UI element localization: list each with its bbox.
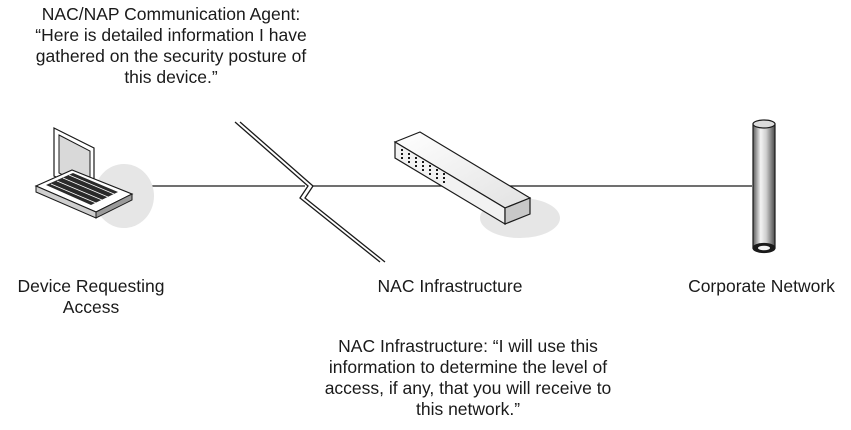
agent-quote-line: gathered on the security posture of xyxy=(35,46,307,66)
device-label-line: Device Requesting xyxy=(17,276,165,296)
infra-quote-line: NAC Infrastructure: “I will use this xyxy=(338,336,598,356)
agent-quote-line: this device.” xyxy=(124,67,218,87)
agent-quote-caption: NAC/NAP Communication Agent: “Here is de… xyxy=(0,4,342,88)
wireless-lightning-link xyxy=(234,121,381,263)
infrastructure-label: NAC Infrastructure xyxy=(377,276,523,296)
network-switch-icon xyxy=(393,131,560,238)
wireless-lightning-link-outline xyxy=(239,121,386,263)
infra-quote-line: this network.” xyxy=(415,399,521,419)
agent-quote-line: “Here is detailed information I have xyxy=(35,25,307,45)
agent-quote-line: NAC/NAP Communication Agent: xyxy=(41,4,301,24)
device-label: Device Requesting Access xyxy=(0,276,182,318)
infra-quote-line: information to determine the level of xyxy=(328,357,608,377)
laptop-icon xyxy=(34,127,154,228)
network-backbone-pipe-icon xyxy=(752,119,776,254)
infra-quote-line: access, if any, that you will receive to xyxy=(324,378,612,398)
device-label-line: Access xyxy=(62,297,120,317)
corporate-network-label: Corporate Network xyxy=(688,276,835,296)
infrastructure-quote-caption: NAC Infrastructure: “I will use this inf… xyxy=(280,336,656,420)
